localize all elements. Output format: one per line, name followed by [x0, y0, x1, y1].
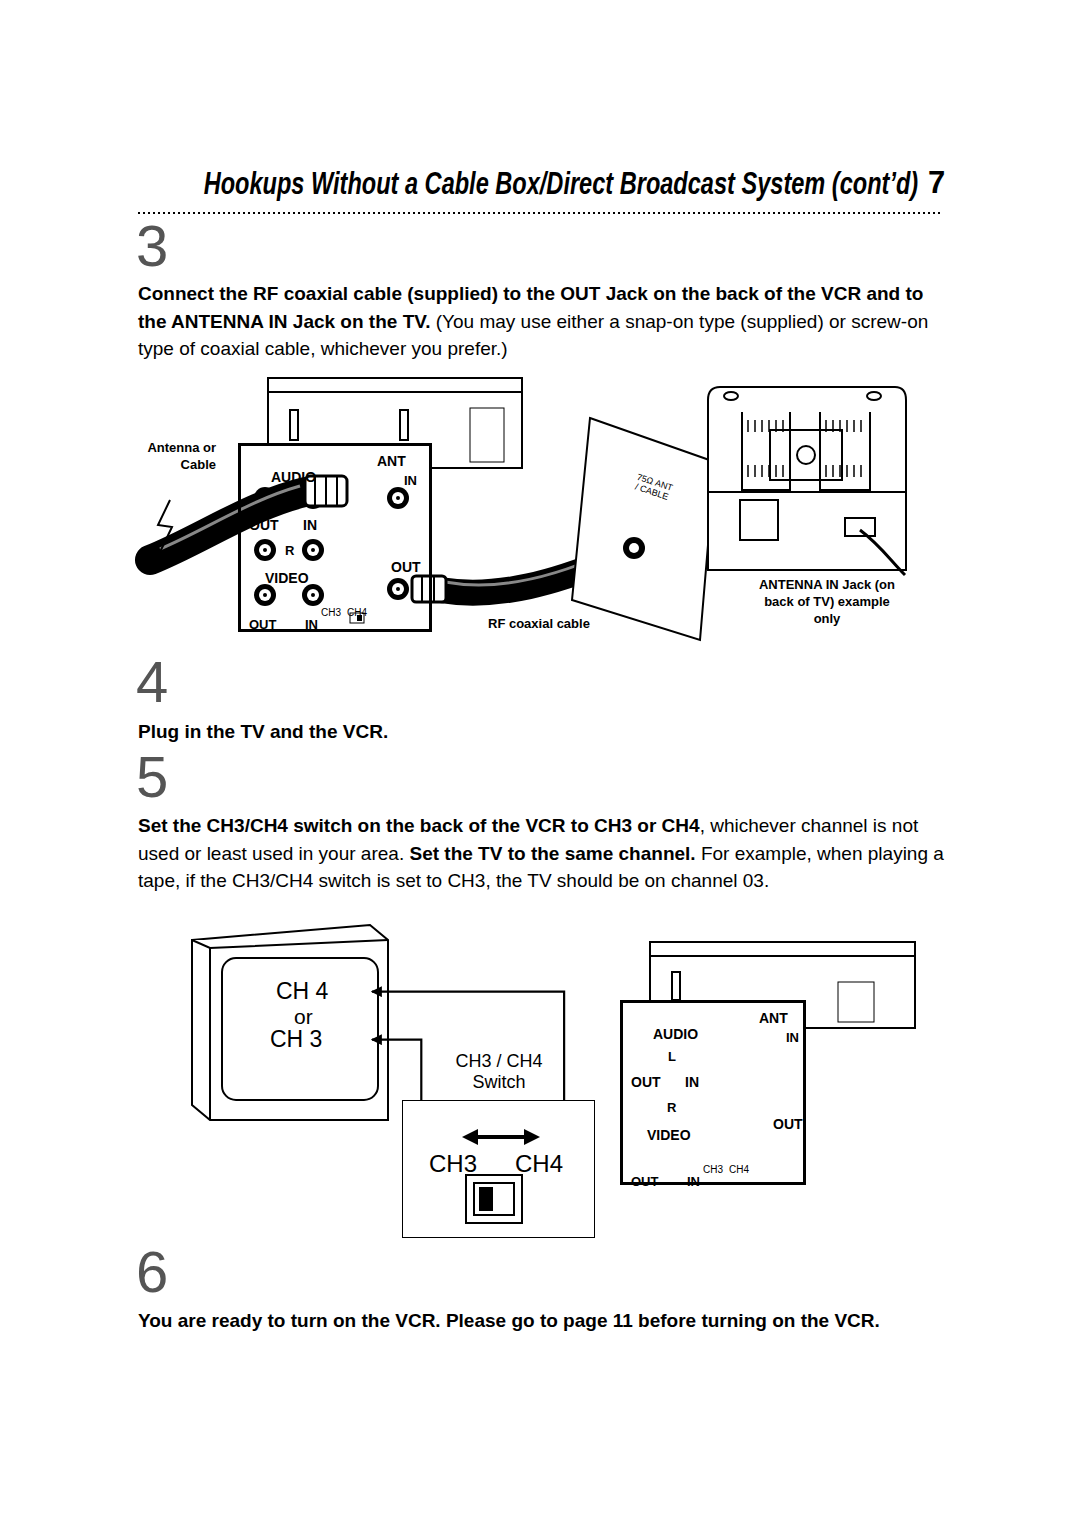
- channel-label: CH 3: [270, 1027, 322, 1052]
- jack-label: IN: [303, 518, 317, 533]
- dotted-rule: [138, 212, 942, 214]
- tv-front: [192, 925, 388, 1120]
- rca-jack: [387, 578, 409, 600]
- jack-label: AUDIO: [271, 470, 316, 485]
- connector-arrow: [372, 1040, 421, 1100]
- rear-panel: AUDIOANTINOUTINRVIDEOOUTOUTINCH3CH4: [238, 443, 432, 632]
- rca-jack: [387, 487, 409, 509]
- jack-label: ANT: [377, 454, 406, 469]
- callout-label: ANTENNA IN Jack (on back of TV) example …: [752, 577, 902, 628]
- jack-label: OUT: [249, 618, 276, 632]
- jack-label: ANT: [759, 1011, 788, 1026]
- jack-label: IN: [404, 474, 417, 488]
- jack-label: CH3: [703, 1164, 723, 1175]
- antenna-cable: [150, 476, 347, 560]
- jack-label: 75Ω ANT / CABLE: [630, 472, 676, 504]
- jack-label: IN: [786, 1031, 799, 1045]
- channel-label: or: [294, 1005, 313, 1028]
- channel-label: CH4: [515, 1151, 563, 1177]
- callout-label: RF coaxial cable: [488, 617, 590, 631]
- jack-label: IN: [685, 1075, 699, 1090]
- rear-panel: AUDIOANTINLOUTINRVIDEOOUTOUTINCH3CH4: [620, 1000, 806, 1185]
- step-number: 5: [136, 745, 168, 809]
- page-number: 7: [928, 166, 945, 200]
- rca-jack: [254, 584, 276, 606]
- jack-label: IN: [305, 618, 318, 632]
- jack-label: CH3: [321, 607, 341, 618]
- jack-label: R: [285, 544, 294, 558]
- jack-label: OUT: [249, 518, 279, 533]
- channel-label: CH3: [429, 1151, 477, 1177]
- tv-back: [708, 387, 906, 575]
- jack-label: CH4: [347, 607, 367, 618]
- tv-antenna-jack: [623, 537, 645, 559]
- step-text: You are ready to turn on the VCR. Please…: [138, 1307, 944, 1335]
- jack-label: AUDIO: [653, 1027, 698, 1042]
- callout-label: Antenna or Cable: [130, 440, 216, 474]
- jack-label: CH4: [729, 1164, 749, 1175]
- rca-jack: [302, 584, 324, 606]
- rca-jack: [302, 539, 324, 561]
- channel-label: CH3 / CH4 Switch: [449, 1051, 549, 1092]
- step-number: 6: [136, 1240, 168, 1304]
- step-text: Plug in the TV and the VCR.: [138, 722, 388, 743]
- jack-label: VIDEO: [647, 1128, 691, 1143]
- jack-label: OUT: [631, 1175, 658, 1189]
- page-title: Hookups Without a Cable Box/Direct Broad…: [203, 166, 918, 202]
- jack-label: VIDEO: [265, 571, 309, 586]
- tv-jack-plate: [572, 418, 715, 640]
- panel-ground: [238, 443, 432, 632]
- jack-label: OUT: [391, 560, 421, 575]
- rca-jack: [254, 539, 276, 561]
- step-number: 4: [136, 650, 168, 714]
- channel-label: CH 4: [276, 979, 328, 1004]
- jack-label: OUT: [631, 1075, 661, 1090]
- jack-label: IN: [687, 1175, 700, 1189]
- switch-box: CH3 / CH4 SwitchCH3CH4: [402, 1100, 595, 1238]
- jack-label: R: [667, 1101, 676, 1115]
- panel-ground: [620, 1000, 806, 1185]
- step-text: Set the TV to the same channel.: [409, 843, 695, 864]
- step-number: 3: [136, 214, 168, 278]
- connector-arrow: [372, 992, 564, 1100]
- step-paragraph: Set the CH3/CH4 switch on the back of th…: [138, 812, 944, 895]
- step-paragraph: Connect the RF coaxial cable (supplied) …: [138, 280, 944, 363]
- jack-label: L: [668, 1050, 676, 1064]
- tv-screen: CH 4orCH 3: [228, 965, 372, 1093]
- step-text: Set the CH3/CH4 switch on the back of th…: [138, 815, 700, 836]
- jack-label: OUT: [773, 1117, 803, 1132]
